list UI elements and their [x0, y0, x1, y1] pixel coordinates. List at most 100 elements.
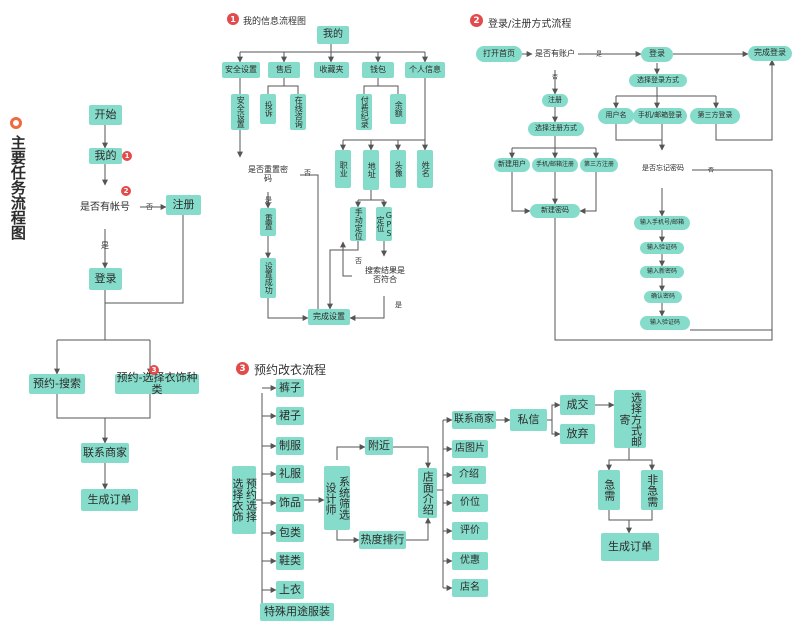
info-search-match-decision: 搜索结果是否符合	[352, 256, 418, 296]
info-pay-record-node: 付费纪录	[356, 94, 372, 130]
main-start-node: 开始	[89, 105, 122, 125]
login-new-pwd-node: 新建密码	[530, 204, 580, 218]
wire-search-yes	[349, 296, 385, 321]
info-yes-label: 是	[265, 196, 272, 204]
info-balance-node: 余额	[390, 94, 406, 124]
login-confirm-pwd-node: 确认密码	[644, 291, 682, 303]
info-security-node: 安全设置	[222, 62, 260, 78]
login-no2-label: 否	[708, 167, 715, 174]
reserve-skirt-node: 裙子	[276, 407, 304, 425]
login-input-code2-node: 输入验证码	[640, 316, 690, 330]
reserve-nearby-node: 附近	[365, 437, 393, 455]
info-complaint-node: 投诉	[260, 94, 276, 124]
section-1-badge: 1	[227, 13, 239, 25]
info-yes2-label: 是	[395, 301, 402, 309]
login-has-account-decision: 是否有账户	[532, 38, 578, 70]
reserve-select-label: 预约选择	[244, 478, 258, 522]
title-ring-icon	[10, 117, 22, 129]
login-forgot-decision: 是否忘记密码	[634, 150, 692, 188]
section-3-title: 预约改衣流程	[254, 363, 327, 377]
wire-resetok-done	[267, 298, 309, 321]
login-input-phone-node: 输入手机号/邮箱	[634, 216, 690, 230]
reserve-deal-node: 成交	[560, 395, 595, 415]
login-phone-reg-node: 手机/邮箱注册	[532, 158, 578, 172]
login-choose-reg-node: 选择注册方式	[528, 122, 584, 136]
reserve-hot-node: 热度排行	[359, 531, 406, 549]
section-1-title: 我的信息流程图	[243, 17, 307, 27]
section-2-badge: 2	[470, 14, 483, 27]
login-input-new-node: 输入新密码	[640, 266, 684, 278]
info-done-node: 完成设置	[308, 309, 350, 325]
info-root-node: 我的	[317, 26, 349, 44]
reserve-accessory-node: 饰品	[276, 494, 304, 512]
reserve-intro-node: 介绍	[452, 466, 486, 484]
reserve-price-node: 价位	[452, 494, 488, 512]
wire-reset-no	[300, 174, 321, 319]
info-job-node: 职业	[335, 150, 351, 188]
reserve-private-msg-node: 私信	[510, 409, 547, 431]
login-open-node: 打开首页	[476, 46, 522, 62]
main-reserve-select-node: 预约-选择衣饰种类	[115, 371, 199, 396]
reserve-top-node: 上衣	[276, 581, 304, 599]
info-gps-locate-node: GPS定位	[376, 207, 393, 241]
main-yes-label: 是	[101, 241, 109, 250]
login-register-node: 注册	[542, 94, 568, 107]
main-register-node: 注册	[166, 195, 201, 215]
info-no-label: 否	[304, 169, 311, 177]
main-no-label: 否	[146, 203, 153, 211]
main-mine-node: 我的	[89, 148, 122, 164]
reserve-shoes-node: 鞋类	[276, 552, 304, 570]
reserve-order-node: 生成订单	[601, 533, 659, 561]
reserve-formal-node: 礼服	[276, 465, 304, 483]
section-2-title: 登录/注册方式流程	[488, 19, 572, 30]
login-third-login-node: 第三方登录	[690, 108, 740, 124]
login-yes-label: 是	[596, 51, 603, 58]
reserve-select-label-2: 选择衣饰	[231, 478, 244, 522]
info-address-node: 地址	[363, 150, 379, 190]
wire-search-down	[56, 394, 151, 419]
login-new-user-node: 新建用户	[494, 158, 530, 172]
reserve-review-node: 评价	[452, 522, 488, 540]
login-done-node: 完成登录	[748, 46, 792, 61]
reserve-filter-label: 系统筛选	[337, 476, 351, 520]
info-wallet-node: 钱包	[362, 62, 394, 78]
reserve-select-node: 预约选择 选择衣饰	[231, 466, 258, 534]
main-contact-node: 联系商家	[81, 443, 129, 463]
main-badge-2: 2	[121, 186, 131, 196]
main-login-node: 登录	[89, 268, 122, 290]
info-reset-ok-node: 设置成功	[260, 258, 276, 298]
info-reset-decision: 是否重置密码	[236, 157, 300, 193]
login-phone-login-node: 手机/邮箱登录	[633, 108, 687, 124]
reserve-not-urgent-node: 非急需	[641, 470, 663, 510]
page-title: 主要任务流程图	[8, 134, 27, 240]
section-3-badge: 3	[236, 362, 249, 375]
info-personal-node: 个人信息	[405, 62, 445, 78]
wire-search-no	[340, 241, 352, 277]
reserve-shop-intro-node: 店面介绍	[418, 468, 437, 518]
info-safe-settings-node: 安全设置	[231, 94, 249, 130]
info-reset-node: 重置	[260, 208, 276, 236]
login-input-code-node: 输入验证码	[640, 242, 684, 254]
reserve-discount-node: 优惠	[452, 552, 488, 570]
info-online-consult-node: 在线咨询	[290, 94, 306, 130]
reserve-shop-pic-node: 店图片	[452, 440, 488, 458]
login-third-reg-node: 第三方注册	[580, 158, 618, 172]
main-badge-3: 3	[149, 365, 159, 375]
reserve-give-up-node: 放弃	[560, 424, 595, 444]
main-order-node: 生成订单	[81, 489, 138, 511]
wire-register-merge	[105, 214, 184, 304]
login-choose-login-node: 选择登录方式	[629, 74, 687, 87]
reserve-designer-label: 设计师	[324, 481, 337, 515]
reserve-shop-name-node: 店名	[452, 579, 488, 597]
reserve-pants-node: 裤子	[276, 379, 304, 397]
reserve-bags-node: 包类	[276, 524, 304, 542]
info-favorites-node: 收藏夹	[314, 62, 349, 78]
main-reserve-search-node: 预约-搜索	[29, 374, 85, 394]
info-after-sale-node: 售后	[268, 62, 300, 78]
main-badge-1: 1	[122, 151, 132, 161]
reserve-contact-node: 联系商家	[452, 411, 496, 429]
reserve-special-node: 特殊用途服装	[260, 603, 334, 621]
reserve-choose-mail-node: 选择方式邮寄	[614, 390, 646, 448]
